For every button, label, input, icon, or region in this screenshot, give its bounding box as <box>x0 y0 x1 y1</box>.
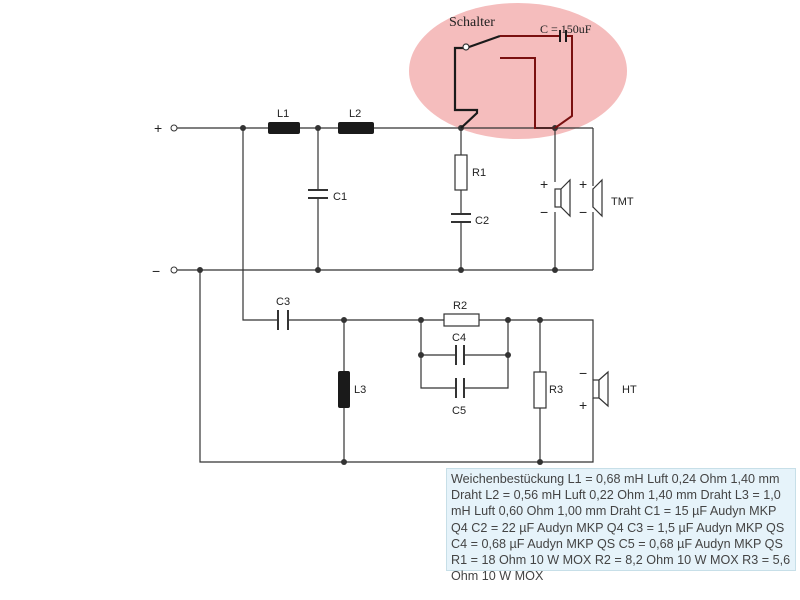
label-R3: R3 <box>549 384 563 396</box>
tmt2-plus: + <box>579 176 587 192</box>
resistor-R3 <box>533 371 547 409</box>
tmt1-plus: + <box>540 176 548 192</box>
inductor-L2 <box>338 122 374 134</box>
ht-minus: − <box>579 365 587 381</box>
switch-cap-label: C = 150uF <box>540 22 592 36</box>
capacitor-C1 <box>308 189 328 199</box>
upper-branch <box>170 122 603 274</box>
tmt2-minus: − <box>579 204 587 220</box>
switch-circuit <box>453 30 573 129</box>
input-minus-label: − <box>152 263 160 279</box>
lower-branch <box>199 128 609 465</box>
terminal-plus <box>170 124 178 132</box>
terminal-minus <box>170 266 178 274</box>
label-C1: C1 <box>333 191 347 203</box>
ht-plus: + <box>579 397 587 413</box>
capacitor-C2 <box>451 213 471 223</box>
resistor-R2 <box>443 313 480 327</box>
speaker-tmt-1 <box>554 178 571 218</box>
switch-highlight <box>409 3 627 139</box>
capacitor-C4 <box>455 345 465 365</box>
label-ht: HT <box>622 384 637 396</box>
label-tmt: TMT <box>611 196 634 208</box>
switch-label: Schalter <box>449 15 495 30</box>
label-R1: R1 <box>472 167 486 179</box>
label-C5: C5 <box>452 405 466 417</box>
inductor-L1 <box>268 122 300 134</box>
label-R2: R2 <box>453 300 467 312</box>
input-plus-label: + <box>154 120 162 136</box>
resistor-R1 <box>454 154 468 191</box>
capacitor-C5 <box>455 378 465 398</box>
label-C3: C3 <box>276 296 290 308</box>
tmt1-minus: − <box>540 204 548 220</box>
label-L2: L2 <box>349 108 361 120</box>
label-C2: C2 <box>475 215 489 227</box>
switch-contact <box>462 43 470 51</box>
label-C4: C4 <box>452 332 466 344</box>
speaker-ht <box>592 370 609 408</box>
capacitor-150uF <box>559 30 567 42</box>
capacitor-C3 <box>277 310 289 330</box>
inductor-L3 <box>338 371 350 408</box>
component-list-text: Weichenbestückung L1 = 0,68 mH Luft 0,24… <box>451 472 791 584</box>
component-list-box: Weichenbestückung L1 = 0,68 mH Luft 0,24… <box>446 468 796 583</box>
label-L1: L1 <box>277 108 289 120</box>
speaker-tmt-2 <box>592 178 603 218</box>
label-L3: L3 <box>354 384 366 396</box>
